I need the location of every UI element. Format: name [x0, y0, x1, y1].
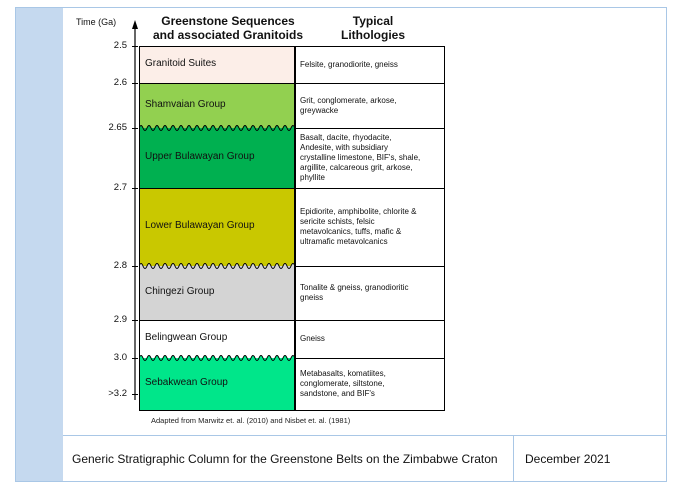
left-accent-strip	[16, 8, 63, 481]
caption-title: Generic Stratigraphic Column for the Gre…	[63, 436, 514, 482]
unit-cell	[139, 128, 295, 188]
lithology-line: argillite, calcareous grit, arkose,	[300, 163, 413, 172]
lithology-text: Epidiorite, amphibolite, chlorite &seric…	[300, 207, 417, 247]
unit-divider	[139, 188, 295, 189]
tick-mark	[132, 266, 138, 267]
stratigraphic-figure: Time (Ga) Greenstone Sequences and assoc…	[63, 8, 666, 435]
tick-label: >3.2	[108, 388, 127, 399]
lithology-line: Grit, conglomerate, arkose,	[300, 95, 397, 105]
time-axis-arrowhead	[132, 20, 138, 29]
sequences-header: Greenstone Sequences and associated Gran…	[148, 14, 308, 42]
lithologies-header-line-2: Lithologies	[341, 28, 405, 42]
tick-mark	[132, 358, 138, 359]
unit-divider	[139, 320, 295, 321]
figure-frame: Time (Ga) Greenstone Sequences and assoc…	[15, 7, 667, 482]
tick-label: 2.65	[108, 122, 128, 133]
lithology-line: crystalline limestone, BIF's, shale,	[300, 153, 421, 162]
unit-name: Granitoid Suites	[145, 57, 217, 69]
unconformity-line	[139, 125, 295, 133]
lithology-text: Grit, conglomerate, arkose,greywacke	[300, 96, 396, 116]
sequences-header-line-2: and associated Granitoids	[152, 28, 304, 42]
unit-cell	[139, 188, 295, 266]
lithology-line: Tonalite & gneiss, granodioritic	[300, 283, 409, 292]
sequences-header-line-1: Greenstone Sequences	[161, 14, 295, 28]
tick-mark	[132, 394, 138, 395]
unit-name: Lower Bulawayan Group	[145, 220, 255, 231]
tick-mark	[132, 320, 138, 321]
lithology-line: Basalt, dacite, rhyodacite,	[300, 133, 392, 142]
unconformity-line	[139, 355, 295, 363]
lithology-text: Basalt, dacite, rhyodacite,Andesite, wit…	[300, 133, 420, 183]
unconformity-line	[139, 263, 295, 271]
tick-mark	[132, 46, 138, 47]
lithology-line: Andesite, with subsidiary	[300, 143, 389, 152]
time-axis-header: Time (Ga)	[76, 17, 117, 27]
tick-mark	[132, 188, 138, 189]
column-border	[139, 46, 295, 411]
unit-name: Shamvaian Group	[145, 98, 226, 110]
lithology-line: sandstone, and BIF's	[300, 389, 375, 398]
tick-mark	[132, 128, 138, 129]
unit-name: Chingezi Group	[145, 286, 215, 297]
tick-label: 3.0	[113, 352, 127, 363]
lithology-line: conglomerate, siltstone,	[300, 379, 385, 388]
tick-label: 2.6	[113, 77, 127, 88]
unit-cell	[139, 358, 295, 410]
lithologies-header: Typical Lithologies	[313, 14, 433, 42]
unit-cell	[139, 266, 295, 320]
lithology-line: sericite schists, felsic	[300, 217, 375, 226]
caption-row: Generic Stratigraphic Column for the Gre…	[63, 435, 666, 482]
tick-label: 2.9	[113, 314, 127, 325]
lithology-line: Felsite, granodiorite, gneiss	[300, 59, 398, 69]
unit-cell	[139, 83, 295, 128]
source-note: Adapted from Marwitz et. al. (2010) and …	[151, 416, 351, 425]
tick-mark	[132, 83, 138, 84]
lithology-text: Felsite, granodiorite, gneiss	[300, 60, 398, 70]
unit-name: Belingwean Group	[145, 332, 228, 343]
unit-cell	[139, 46, 295, 83]
lithology-cell	[295, 358, 445, 411]
lithology-line: gneiss	[300, 293, 324, 302]
lithology-line: ultramafic metavolcanics	[300, 237, 388, 246]
unit-cell	[139, 320, 295, 358]
tick-label: 2.5	[113, 40, 127, 51]
lithology-line: metavolcanics, tuffs, mafic &	[300, 227, 402, 236]
unit-name: Upper Bulawayan Group	[145, 151, 255, 162]
unit-name: Sebakwean Group	[145, 377, 228, 388]
tick-label: 2.7	[113, 182, 127, 193]
lithology-text: Gneiss	[300, 334, 325, 344]
lithology-line: greywacke	[300, 105, 339, 115]
lithology-line: Epidiorite, amphibolite, chlorite &	[300, 207, 417, 216]
tick-label: 2.8	[113, 260, 127, 271]
caption-date: December 2021	[525, 452, 611, 466]
unit-divider	[139, 83, 295, 84]
lithology-line: Metabasalts, komatiites,	[300, 369, 386, 378]
lithology-line: Gneiss	[300, 334, 325, 343]
lithology-line: phyllite	[300, 173, 325, 182]
lithology-text: Metabasalts, komatiites,conglomerate, si…	[300, 369, 386, 399]
time-axis	[132, 20, 138, 400]
lithologies-header-line-1: Typical	[352, 14, 394, 28]
